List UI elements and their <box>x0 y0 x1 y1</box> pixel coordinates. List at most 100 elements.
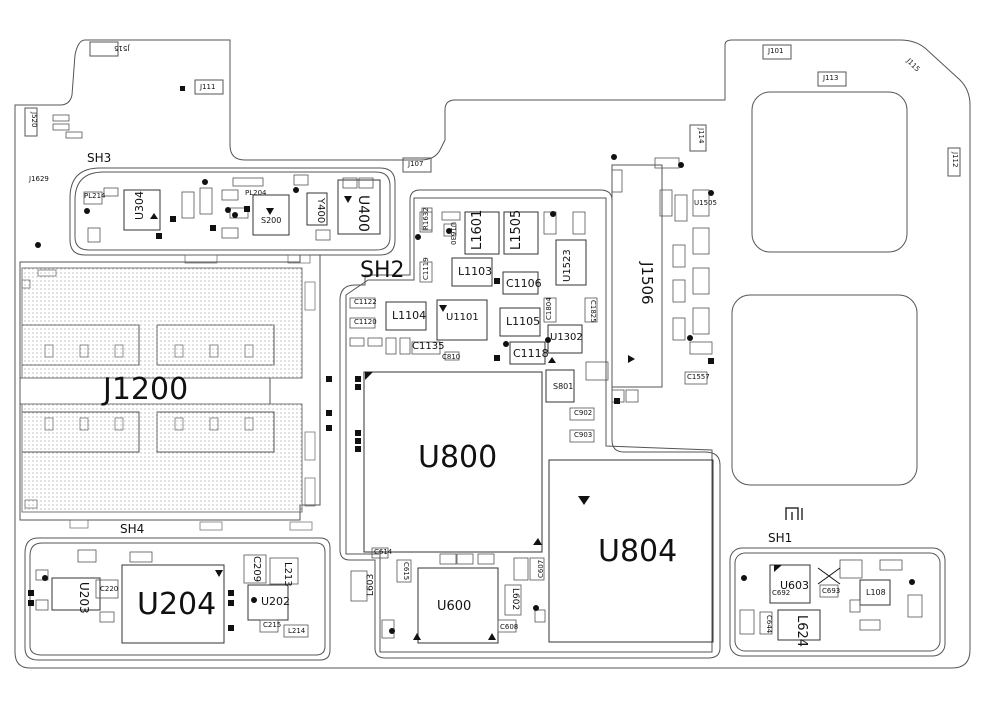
s200-body <box>252 194 290 236</box>
c903-label: C903 <box>574 431 593 439</box>
sh2-outline <box>339 189 721 659</box>
c1557-label: C1557 <box>687 373 710 381</box>
u203-label: U203 <box>77 582 91 614</box>
l1105-body <box>499 307 541 337</box>
c1119-label: C1119 <box>422 257 430 280</box>
y400-body <box>306 192 328 226</box>
c608-label: C608 <box>500 623 519 631</box>
right-cutout-bottom <box>731 294 918 486</box>
l1505-body <box>503 211 539 255</box>
u804-label: U804 <box>598 534 678 569</box>
l624-label: L624 <box>794 615 809 648</box>
c607-label: C607 <box>537 559 545 578</box>
u1523-label: U1523 <box>562 249 573 282</box>
j520-label: J520 <box>30 112 38 128</box>
u600-body <box>417 567 499 644</box>
u202-label: U202 <box>261 595 291 608</box>
sh3-label: SH3 <box>87 151 112 165</box>
u304-label: U304 <box>133 190 146 220</box>
j107-label: J107 <box>408 160 424 168</box>
c1135-label: C1135 <box>412 341 445 352</box>
c220-label: C220 <box>100 585 119 593</box>
l1505-label: L1505 <box>509 209 524 250</box>
j515-label: J515 <box>114 44 130 52</box>
pl214-label: PL214 <box>84 192 106 200</box>
u400-label: U400 <box>355 195 371 232</box>
y400-label: Y400 <box>315 198 326 224</box>
l1601-body <box>464 211 500 255</box>
c1825-label: C1825 <box>589 300 597 323</box>
l1103-body <box>451 257 493 287</box>
j1506-body <box>611 164 663 388</box>
l214-label: L214 <box>288 627 306 635</box>
u1523-body <box>555 239 587 286</box>
l1601-label: L1601 <box>470 209 485 250</box>
u204-label: U204 <box>137 587 217 622</box>
c1118-body <box>509 341 546 365</box>
l108-label: L108 <box>866 588 886 597</box>
board-outline <box>14 39 971 669</box>
pl204-label: PL204 <box>245 189 267 197</box>
j114-label: J114 <box>697 128 705 144</box>
u1101-label: U1101 <box>446 312 479 323</box>
sh4-bottom-outline <box>24 537 331 661</box>
c1106-label: C1106 <box>506 277 542 290</box>
u203-body <box>51 577 101 611</box>
l602-label: L602 <box>510 588 520 611</box>
c215-label: C215 <box>263 621 282 629</box>
j1629-label: J1629 <box>29 175 49 183</box>
l1104-label: L1104 <box>392 309 427 322</box>
j1200-label: J1200 <box>103 372 189 407</box>
u204-body <box>121 564 225 644</box>
s200-label: S200 <box>261 216 282 225</box>
sh4-outline <box>19 254 321 521</box>
j111-label: J111 <box>200 83 216 91</box>
c615-label: C615 <box>402 562 410 581</box>
u800-body <box>363 371 543 553</box>
u1302-label: U1302 <box>550 332 583 343</box>
l1103-label: L1103 <box>458 265 493 278</box>
l1104-body <box>385 301 427 331</box>
u804-body <box>548 459 714 643</box>
j101-label: J101 <box>768 47 784 55</box>
c1118-label: C1118 <box>513 347 549 360</box>
mi-logo-icon <box>785 507 803 520</box>
c902-label: C902 <box>574 409 593 417</box>
j1506-label: J1506 <box>638 262 656 305</box>
l603-label: L603 <box>366 573 376 596</box>
u600-label: U600 <box>437 599 472 614</box>
c1122-label: C1122 <box>354 298 377 306</box>
c209-label: C209 <box>251 556 262 583</box>
c1120-label: C1120 <box>354 318 377 326</box>
j113-label: J113 <box>823 74 839 82</box>
c614-label: C614 <box>374 548 393 556</box>
c1106-body <box>502 271 539 295</box>
l624-body <box>777 609 821 641</box>
c644-label: C644 <box>765 615 773 634</box>
sh4-label: SH4 <box>120 522 145 536</box>
sh3-outline <box>69 167 396 256</box>
s801-body <box>545 369 575 403</box>
sh2-label: SH2 <box>360 258 405 283</box>
j112-label: J112 <box>951 152 959 168</box>
u1101-body <box>436 299 488 341</box>
u304-body <box>123 189 161 231</box>
c810-label: C810 <box>442 353 461 361</box>
l108-body <box>859 579 891 606</box>
sh1-label: SH1 <box>768 531 793 545</box>
right-cutout-top <box>751 91 908 253</box>
u800-label: U800 <box>418 440 498 475</box>
c693-label: C693 <box>822 587 841 595</box>
r1632-label: R1632 <box>422 207 430 230</box>
l1105-label: L1105 <box>506 315 541 328</box>
c692-label: C692 <box>772 589 791 597</box>
u603-label: U603 <box>780 579 810 592</box>
u1630-label: U1630 <box>449 222 457 245</box>
s801-label: S801 <box>553 382 574 391</box>
c1804-label: C1804 <box>545 297 553 320</box>
sh1-outline <box>729 547 946 657</box>
u603-body <box>769 564 811 604</box>
u1505-label: U1505 <box>694 199 717 207</box>
l213-label: L213 <box>282 562 293 587</box>
